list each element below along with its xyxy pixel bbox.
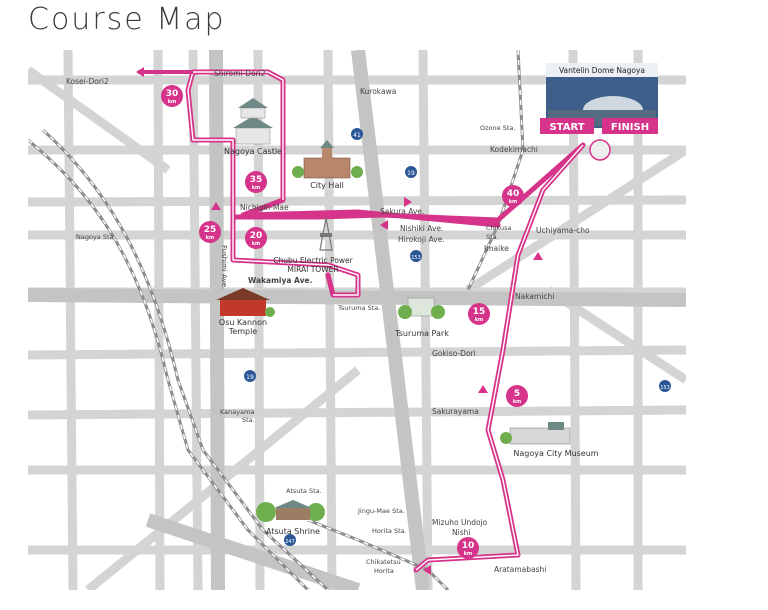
route-shield-19-north: 19 [405, 166, 417, 178]
svg-text:km: km [252, 185, 261, 191]
svg-text:153: 153 [660, 385, 670, 391]
route-shield-153-east: 153 [659, 380, 671, 392]
svg-text:247: 247 [285, 539, 295, 545]
tower-label-line2: MIRAI TOWER [287, 265, 338, 274]
label-nagoya-sta: Nagoya Sta. [76, 233, 116, 241]
svg-text:15: 15 [473, 307, 486, 317]
tsuruma-park-icon [398, 297, 445, 319]
km-marker-10[interactable]: 10 km [457, 537, 479, 559]
svg-text:km: km [168, 99, 177, 105]
atsuta-shrine-icon [256, 500, 325, 522]
route-shield-153-center: 153 [410, 250, 422, 262]
label-jingu: Jingu-Mae Sta. [357, 507, 405, 515]
nagoya-castle-icon [233, 98, 273, 145]
label-atsuta-sta: Atsuta Sta. [286, 487, 322, 495]
svg-text:km: km [509, 199, 518, 205]
tower-label-line1: Chubu Electric Power [273, 256, 353, 265]
svg-text:40: 40 [507, 189, 520, 199]
direction-arrows [136, 67, 543, 575]
label-wakamiya: Wakamiya Ave. [248, 276, 313, 285]
city-hall-label: City Hall [310, 181, 344, 190]
svg-text:km: km [252, 241, 261, 247]
label-chikatetsu-line2: Horita [374, 567, 394, 575]
label-ozone: Ozone Sta. [480, 124, 515, 132]
label-aratama: Aratamabashi [494, 565, 546, 574]
page-title: Course Map [28, 2, 226, 37]
svg-text:19: 19 [246, 374, 254, 381]
km-marker-15[interactable]: 15 km [468, 303, 490, 325]
svg-text:km: km [513, 399, 522, 405]
venue-card[interactable]: Vantelin Dome Nagoya [546, 63, 658, 128]
label-tsuruma-sta: Tsuruma Sta. [337, 304, 380, 312]
km-marker-35[interactable]: 35 km [245, 171, 267, 193]
svg-text:30: 30 [166, 89, 179, 99]
svg-text:41: 41 [353, 132, 361, 139]
km-marker-30[interactable]: 30 km [161, 85, 183, 107]
label-kanayama-line2: Sta. [242, 416, 255, 424]
km-marker-40[interactable]: 40 km [502, 185, 524, 207]
nagoya-castle-label: Nagoya Castle [224, 147, 282, 156]
route-inner [187, 71, 584, 571]
city-museum-label: Nagoya City Museum [513, 449, 598, 458]
osu-kannon-label-line2: Temple [228, 327, 258, 336]
city-hall-icon [292, 140, 363, 179]
start-label[interactable]: START [540, 118, 594, 134]
label-chikatetsu-line1: Chikatetsu [366, 558, 401, 566]
route-shield-247: 247 [284, 534, 296, 546]
label-nichigin: Nichigin-Mae [240, 203, 289, 212]
label-mizuho-line1: Mizuho Undojo [432, 518, 488, 527]
label-kodeki: Kodekimachi [490, 145, 538, 154]
rail-lines [28, 50, 525, 590]
label-horita: Horita Sta. [372, 527, 407, 535]
route-shield-41: 41 [351, 128, 363, 140]
tsuruma-park-label: Tsuruma Park [394, 329, 449, 338]
svg-text:5: 5 [514, 389, 520, 399]
dome-icon [589, 139, 611, 161]
label-kanayama-line1: Kanayama [220, 408, 254, 416]
label-hirokoji: Hirokoji Ave. [398, 235, 445, 244]
mirai-tower-icon [319, 217, 333, 251]
osu-kannon-label-line1: Osu Kannon [219, 318, 267, 327]
svg-text:km: km [464, 551, 473, 557]
label-chikusa-line2: Sta. [486, 233, 499, 241]
km-marker-20[interactable]: 20 km [245, 227, 267, 249]
label-gokiso: Gokiso-Dori [432, 349, 476, 358]
label-imaike: Imaike [484, 244, 509, 253]
route-shield-19-south: 19 [244, 370, 256, 382]
osu-kannon-icon [216, 288, 275, 317]
svg-text:20: 20 [250, 231, 263, 241]
svg-text:19: 19 [407, 170, 415, 177]
label-fushimi: Fushimi Ave. [220, 245, 228, 289]
finish-text: FINISH [611, 122, 649, 133]
label-nakamichi: Nakamichi [515, 292, 554, 301]
label-sakura: Sakura Ave. [380, 207, 424, 216]
label-uchiyama: Uchiyama-cho [536, 226, 590, 235]
finish-label[interactable]: FINISH [602, 118, 658, 134]
svg-text:25: 25 [204, 225, 217, 235]
label-sakurayama: Sakurayama [432, 407, 479, 416]
km-marker-25[interactable]: 25 km [199, 221, 221, 243]
label-mizuho-line2: Nishi [452, 528, 470, 537]
km-marker-5[interactable]: 5 km [506, 385, 528, 407]
svg-text:km: km [475, 317, 484, 323]
venue-name: Vantelin Dome Nagoya [559, 66, 645, 75]
city-museum-icon [500, 422, 571, 445]
svg-text:35: 35 [250, 175, 263, 185]
label-nishiki: Nishiki Ave. [400, 224, 443, 233]
label-chikusa-line1: Chikusa [486, 224, 512, 232]
label-kosei: Kosei-Dori2 [66, 77, 109, 86]
start-text: START [549, 122, 584, 133]
svg-text:10: 10 [462, 541, 475, 551]
svg-text:km: km [206, 235, 215, 241]
course-map[interactable]: Vantelin Dome Nagoya START FINISH 5 km 1… [28, 50, 686, 590]
label-kurokawa: Kurokawa [360, 87, 396, 96]
label-shiromi: Shiromi-Dori2 [214, 69, 266, 78]
svg-text:153: 153 [411, 255, 421, 261]
atsuta-shrine-label: Atsuta Shrine [266, 527, 320, 536]
